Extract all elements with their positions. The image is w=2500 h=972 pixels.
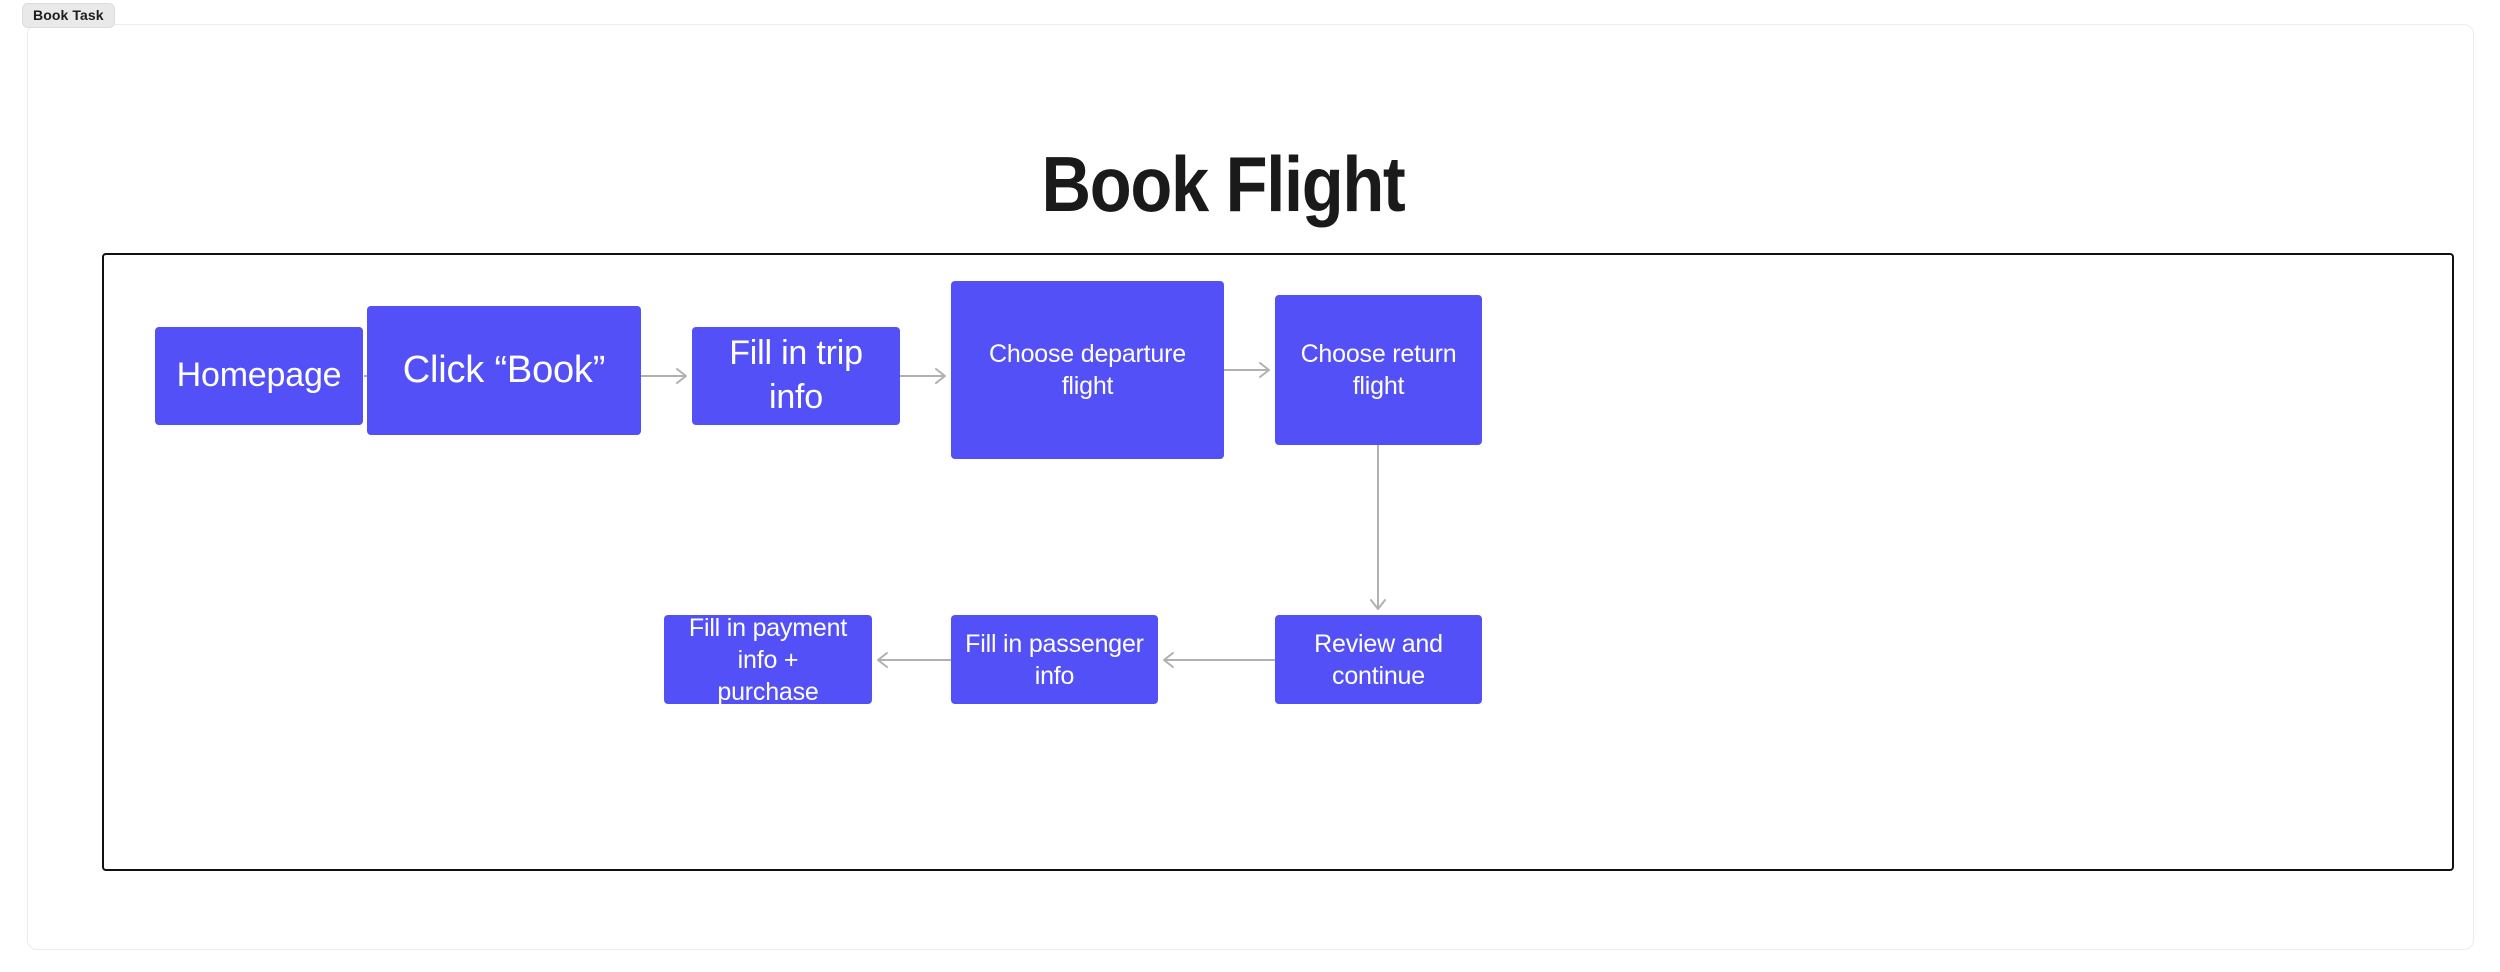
edge-click-book-trip-info bbox=[641, 368, 687, 384]
edge-trip-info-departure bbox=[900, 368, 946, 384]
edge-passenger-payment bbox=[877, 652, 951, 668]
flow-diagram-canvas: Homepage Click “Book” Fill in trip info … bbox=[102, 253, 2454, 871]
page-title: Book Flight bbox=[1041, 140, 1406, 228]
node-homepage[interactable]: Homepage bbox=[155, 327, 363, 425]
flow-diagram-inner: Homepage Click “Book” Fill in trip info … bbox=[104, 255, 2452, 869]
node-choose-departure-flight[interactable]: Choose departure flight bbox=[951, 281, 1224, 459]
tab-book-task[interactable]: Book Task bbox=[22, 3, 115, 29]
node-choose-return-flight[interactable]: Choose return flight bbox=[1275, 295, 1482, 445]
node-fill-in-trip-info[interactable]: Fill in trip info bbox=[692, 327, 900, 425]
node-review-and-continue[interactable]: Review and continue bbox=[1275, 615, 1482, 704]
task-panel: Book Flight bbox=[27, 24, 2474, 950]
edge-review-passenger bbox=[1163, 652, 1275, 668]
node-fill-in-passenger-info[interactable]: Fill in passenger info bbox=[951, 615, 1158, 704]
edge-return-review bbox=[1370, 445, 1386, 610]
edge-departure-return bbox=[1224, 362, 1270, 378]
node-click-book[interactable]: Click “Book” bbox=[367, 306, 641, 435]
node-fill-in-payment-info-purchase[interactable]: Fill in payment info + purchase bbox=[664, 614, 872, 706]
